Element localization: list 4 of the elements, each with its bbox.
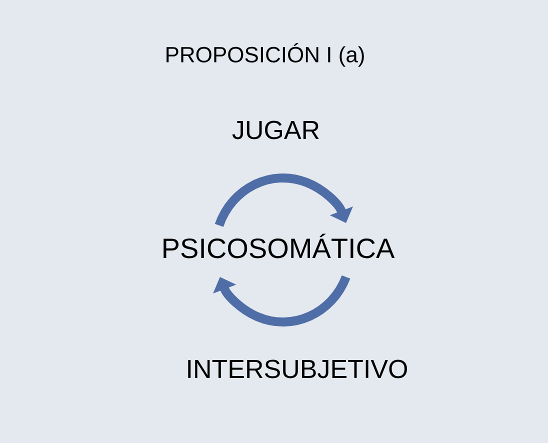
label: INTERSUBJETIVO: [188, 360, 407, 378]
label: PSICOSOMÁTICA: [164, 234, 395, 258]
label: JUGAR: [232, 120, 319, 140]
title: PROPOSICIÓN I (a): [166, 43, 364, 67]
